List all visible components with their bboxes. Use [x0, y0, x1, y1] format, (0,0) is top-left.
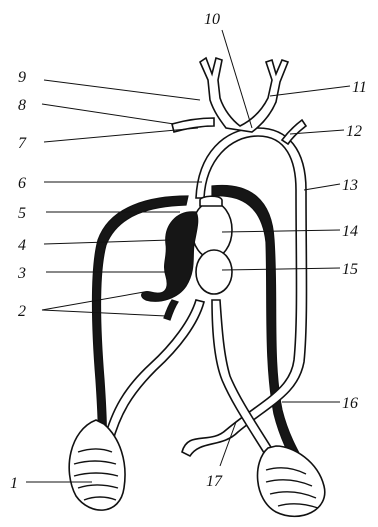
- label-3: 3: [17, 265, 26, 282]
- label-1: 1: [10, 475, 18, 492]
- heart-outflow: [200, 196, 222, 206]
- left-lower-vessel: [104, 300, 204, 444]
- leader-14: [222, 230, 340, 232]
- leader-11: [270, 86, 350, 96]
- label-8: 8: [18, 97, 26, 114]
- right-gill-arches: [258, 446, 325, 516]
- label-17: 17: [206, 473, 223, 490]
- label-16: 16: [342, 395, 358, 412]
- leader-15: [222, 268, 340, 270]
- leader-2b: [42, 310, 166, 316]
- label-10: 10: [204, 11, 220, 28]
- dark-atrium: [142, 212, 198, 301]
- label-6: 6: [18, 175, 26, 192]
- label-14: 14: [342, 223, 358, 240]
- heart-lower-chamber: [196, 250, 232, 294]
- label-11: 11: [352, 79, 367, 96]
- label-7: 7: [18, 135, 27, 152]
- label-5: 5: [18, 205, 26, 222]
- label-12: 12: [346, 123, 362, 140]
- dark-branch-lower: [164, 300, 178, 320]
- label-4: 4: [18, 237, 26, 254]
- leader-7: [44, 128, 198, 142]
- label-9: 9: [18, 69, 26, 86]
- label-13: 13: [342, 177, 358, 194]
- right-side-branch: [282, 120, 306, 144]
- leader-9: [44, 80, 200, 100]
- label-15: 15: [342, 261, 358, 278]
- leader-8: [42, 104, 174, 124]
- left-gill-arches: [69, 420, 125, 510]
- leader-13: [304, 184, 340, 190]
- label-2: 2: [18, 303, 26, 320]
